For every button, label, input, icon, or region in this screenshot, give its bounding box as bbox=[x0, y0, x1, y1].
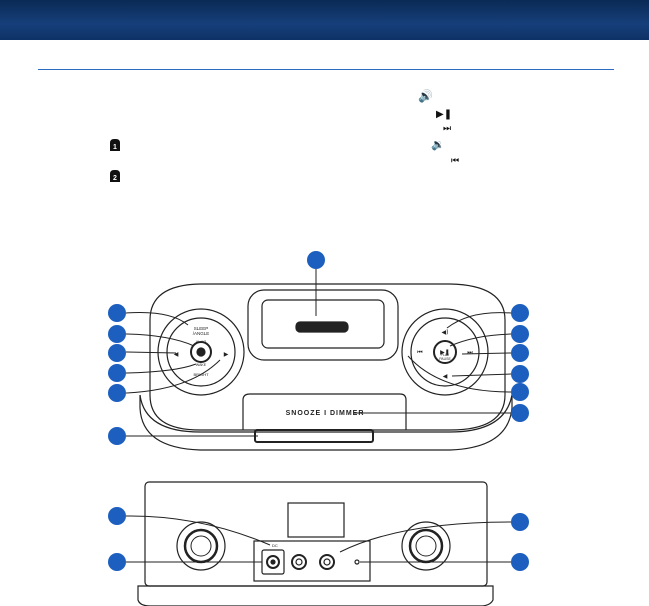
snooze-dimmer-label: SNOOZE I DIMMER bbox=[286, 410, 365, 417]
alarm-2-icon: 2 bbox=[110, 170, 120, 182]
callout-marker bbox=[511, 404, 529, 422]
alarm-1-icon: 1 bbox=[110, 139, 120, 151]
callout-marker bbox=[511, 344, 529, 362]
callout-markers bbox=[108, 251, 529, 571]
callout-marker bbox=[511, 513, 529, 531]
callout-marker bbox=[511, 304, 529, 322]
callout-marker bbox=[511, 325, 529, 343]
callout-lines-top bbox=[125, 268, 512, 437]
device-top-view bbox=[139, 283, 513, 451]
dc-jack-label: DC bbox=[272, 543, 278, 548]
callout-marker bbox=[511, 383, 529, 401]
callout-marker bbox=[511, 553, 529, 571]
device-next-icon: ⏭ bbox=[467, 349, 473, 356]
next-track-icon: ⏭ bbox=[443, 124, 452, 134]
callout-marker bbox=[108, 553, 126, 571]
section-divider bbox=[38, 69, 614, 70]
callout-marker bbox=[108, 384, 126, 402]
callout-marker bbox=[307, 251, 325, 269]
page-header-bar bbox=[0, 0, 649, 40]
callout-marker bbox=[108, 325, 126, 343]
device-volume-down-icon: ◀ bbox=[443, 373, 448, 380]
dial-pause-label: PAUSE bbox=[439, 357, 451, 361]
dial-angle-label: /ANGLE bbox=[193, 331, 210, 336]
device-alarm2-icon: ▶ bbox=[224, 351, 229, 358]
play-pause-icon: ▶❚ bbox=[436, 109, 453, 120]
callout-lines-rear bbox=[125, 515, 512, 563]
previous-track-icon: ⏮ bbox=[451, 156, 460, 166]
device-prev-icon: ⏮ bbox=[417, 349, 423, 356]
svg-text:2: 2 bbox=[113, 175, 117, 182]
svg-text:1: 1 bbox=[113, 144, 117, 151]
callout-marker bbox=[511, 365, 529, 383]
callout-marker bbox=[108, 364, 126, 382]
dial-play-label: PLAY bbox=[441, 353, 450, 357]
callout-marker bbox=[108, 304, 126, 322]
dial-sleep-label: SLEEP bbox=[194, 326, 209, 331]
device-volume-up-icon: ◀) bbox=[442, 329, 449, 336]
dial-alarm-label: AL-1/2 bbox=[196, 340, 206, 344]
callout-marker bbox=[108, 344, 126, 362]
callout-marker bbox=[108, 507, 126, 525]
volume-down-icon: 🔉 bbox=[431, 138, 445, 151]
svg-text:▶❚: ▶❚ bbox=[440, 349, 450, 356]
dial-wake-label: WAKE bbox=[196, 363, 207, 367]
device-alarm1-icon: ◀ bbox=[174, 351, 179, 358]
device-rear-view bbox=[137, 481, 494, 606]
callout-marker bbox=[108, 427, 126, 445]
volume-up-icon: 🔊 bbox=[418, 89, 433, 103]
